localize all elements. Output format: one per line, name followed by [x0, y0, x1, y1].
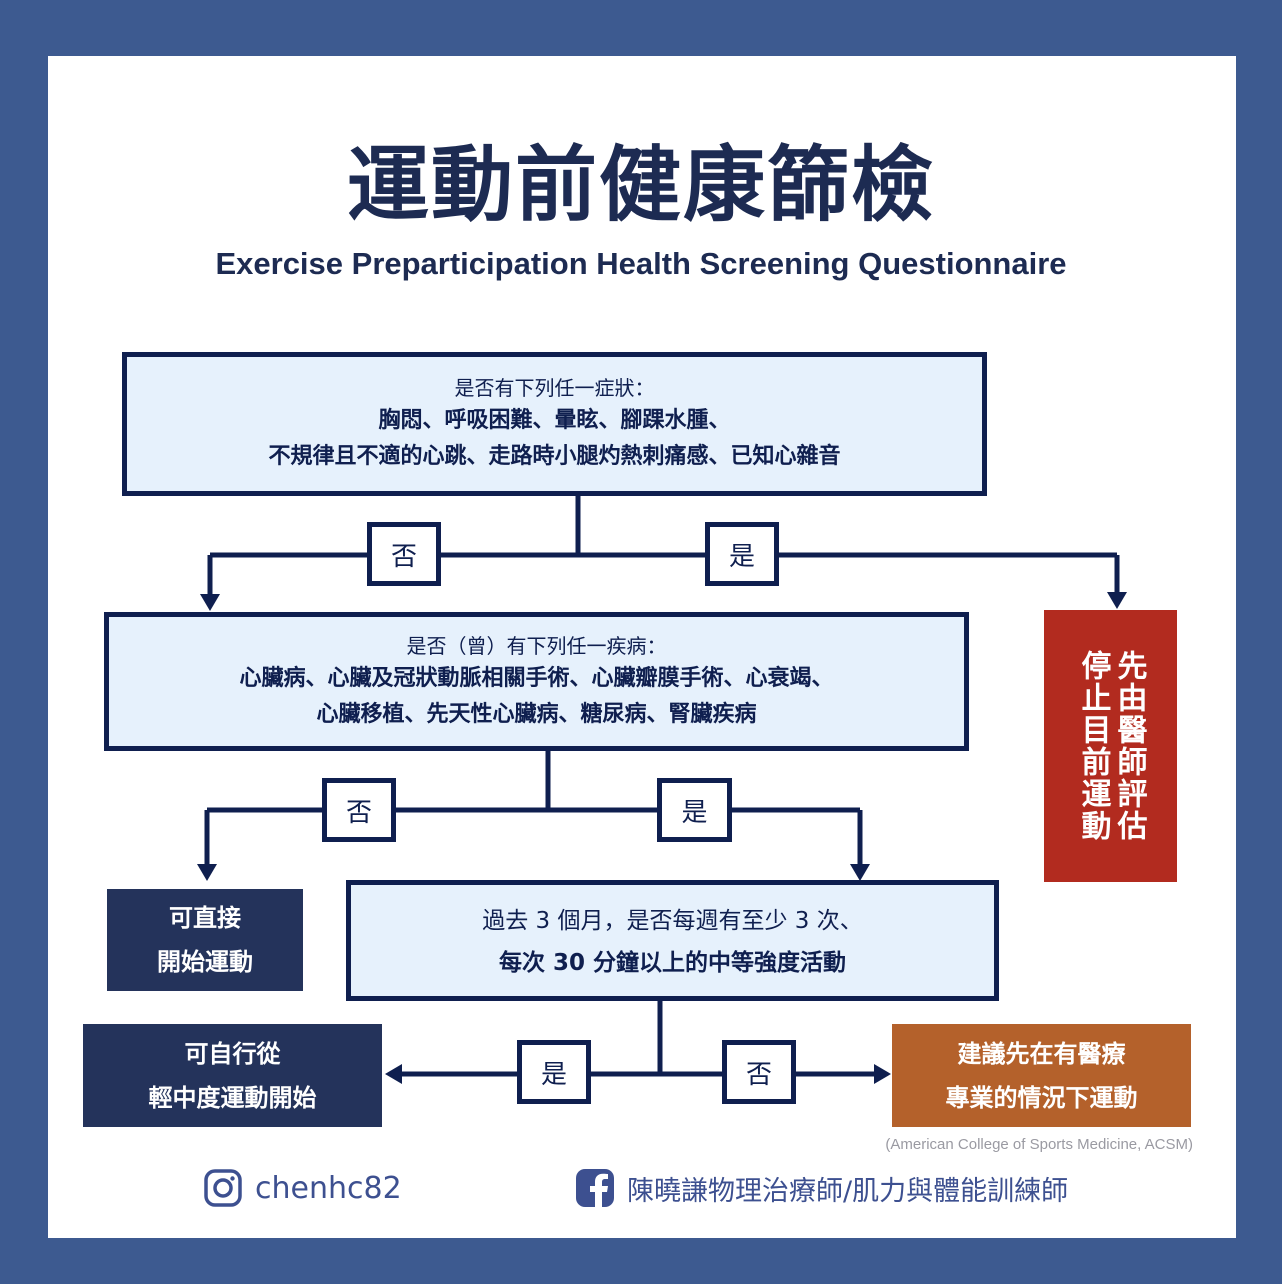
result-text: 可自行從 — [184, 1039, 281, 1068]
result-self-start: 可自行從 輕中度運動開始 — [83, 1024, 382, 1127]
facebook-icon — [576, 1169, 614, 1208]
connector-q2 — [204, 750, 863, 866]
arrow-down-icon — [200, 594, 220, 611]
citation: (American College of Sports Medicine, AC… — [885, 1136, 1193, 1153]
connector-q3 — [400, 1000, 876, 1077]
page-subtitle: Exercise Preparticipation Health Screeni… — [215, 246, 1067, 281]
connector-q1 — [207, 495, 1120, 596]
result-text: 先由醫師評估 停止目前運動 — [1075, 650, 1147, 842]
label-no: 否 — [367, 522, 441, 586]
question-intro: 是否有下列任一症狀： — [454, 376, 655, 400]
facebook-page[interactable]: 陳曉謙物理治療師/肌力與體能訓練師 — [575, 1168, 1068, 1208]
result-stop-exercise: 先由醫師評估 停止目前運動 — [1044, 610, 1177, 882]
instagram-handle[interactable]: chenhc82 — [203, 1168, 402, 1208]
label-yes: 是 — [657, 778, 732, 842]
question-items: 不規律且不適的心跳、走路時小腿灼熱刺痛感、已知心雜音 — [268, 444, 841, 469]
result-text: 可直接 — [169, 904, 241, 932]
label-yes: 是 — [705, 522, 779, 586]
arrow-down-icon — [1107, 592, 1127, 609]
page-title: 運動前健康篩檢 — [346, 138, 935, 233]
question-activity: 過去 3 個月，是否每週有至少 3 次、 每次 30 分鐘以上的中等強度活動 — [346, 880, 999, 1001]
facebook-name: 陳曉謙物理治療師/肌力與體能訓練師 — [627, 1175, 1069, 1207]
question-intro: 是否（曾）有下列任一疾病： — [406, 633, 667, 658]
result-text: 建議先在有醫療 — [957, 1039, 1126, 1068]
arrow-left-icon — [385, 1064, 402, 1084]
arrow-right-icon — [874, 1064, 891, 1084]
arrow-down-icon — [850, 864, 870, 881]
label-no: 否 — [322, 778, 396, 842]
instagram-icon — [204, 1169, 242, 1207]
question-items: 每次 30 分鐘以上的中等強度活動 — [498, 949, 847, 976]
question-symptoms: 是否有下列任一症狀： 胸悶、呼吸困難、暈眩、腳踝水腫、 不規律且不適的心跳、走路… — [122, 352, 987, 496]
result-start-directly: 可直接 開始運動 — [107, 889, 303, 991]
question-items: 心臟移植、先天性心臟病、糖尿病、腎臟疾病 — [316, 701, 757, 727]
result-text: 專業的情況下運動 — [945, 1083, 1138, 1112]
question-items: 過去 3 個月，是否每週有至少 3 次、 — [482, 907, 863, 934]
question-items: 胸悶、呼吸困難、暈眩、腳踝水腫、 — [378, 408, 731, 433]
arrow-down-icon — [197, 864, 217, 881]
label-no: 否 — [722, 1040, 796, 1104]
question-items: 心臟病、心臟及冠狀動脈相關手術、心臟瓣膜手術、心衰竭、 — [239, 665, 834, 691]
result-text: 開始運動 — [157, 948, 253, 976]
instagram-username: chenhc82 — [255, 1170, 402, 1206]
label-yes: 是 — [517, 1040, 591, 1104]
result-supervised: 建議先在有醫療 專業的情況下運動 — [892, 1024, 1191, 1127]
question-diseases: 是否（曾）有下列任一疾病： 心臟病、心臟及冠狀動脈相關手術、心臟瓣膜手術、心衰竭… — [104, 612, 969, 751]
result-text: 輕中度運動開始 — [148, 1083, 317, 1112]
